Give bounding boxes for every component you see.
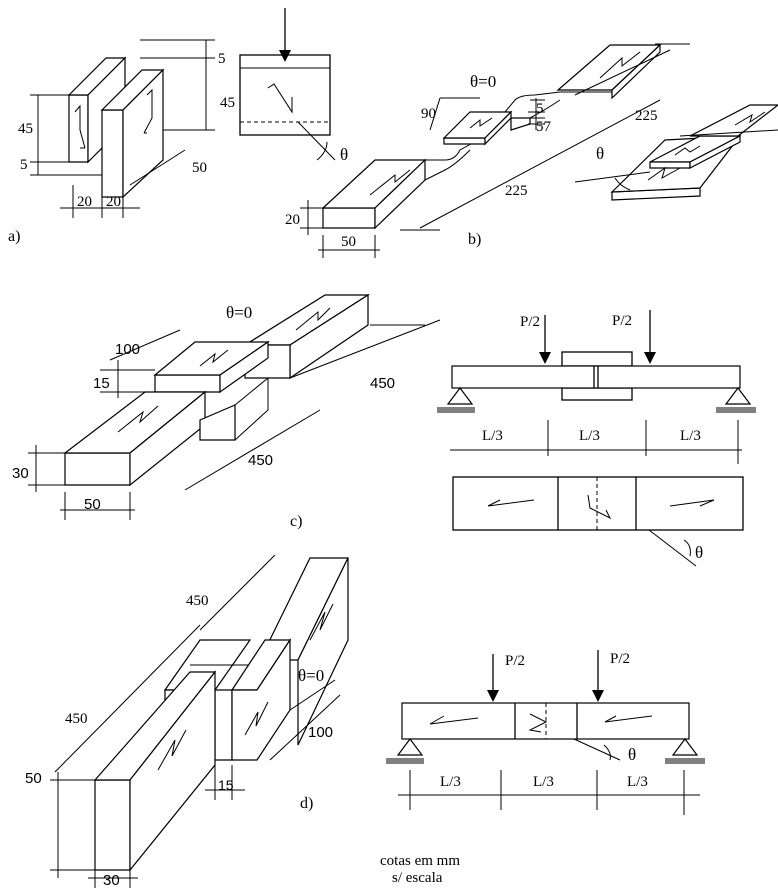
panel-d-theta0: θ=0 (298, 666, 324, 685)
panel-a-section-view (239, 8, 336, 161)
panel-a-label: a) (8, 228, 20, 245)
panel-c-span-3: L/3 (680, 428, 701, 444)
dim-a-5-left: 5 (20, 157, 28, 173)
panel-c-load-right: P/2 (612, 313, 632, 329)
panel-c-dimensions (28, 319, 441, 520)
dim-a-45-left: 45 (18, 121, 33, 137)
panel-a-right-block (100, 68, 165, 199)
panel-b-label: b) (468, 231, 481, 248)
dim-c-450-bottom: 450 (248, 452, 273, 469)
dim-a-45-right: 45 (220, 95, 235, 111)
panel-c-beam-elevation (437, 310, 756, 464)
dim-a-20-second: 20 (106, 194, 121, 210)
dim-c-30: 30 (12, 465, 29, 482)
panel-a: 45 5 5 45 50 20 20 a) θ (8, 8, 348, 245)
panel-b-dimensions (300, 43, 690, 258)
dim-d-50: 50 (25, 770, 42, 787)
panel-a-theta: θ (340, 145, 348, 164)
dim-d-450-top: 450 (186, 593, 209, 609)
panel-b-theta: θ (596, 144, 604, 163)
dim-b-225-bottom: 225 (505, 183, 528, 199)
panel-b-theta0: θ=0 (470, 72, 496, 91)
dim-d-100: 100 (308, 724, 333, 741)
dim-c-15: 15 (93, 375, 110, 392)
panel-a-dimensions (30, 39, 215, 218)
panel-d-load-right: P/2 (610, 651, 630, 667)
panel-d-rear-member (259, 557, 349, 746)
dim-a-5-top: 5 (218, 51, 226, 67)
dim-d-15: 15 (218, 777, 234, 793)
panel-b-overlap (442, 110, 531, 146)
panel-c-front-member (63, 377, 269, 487)
dim-c-450-right: 450 (370, 375, 395, 392)
dim-b-225-top: 225 (635, 108, 658, 124)
panel-d-dimensions (50, 554, 341, 888)
panel-c: θ=0 100 15 450 450 30 50 c) P/2 (12, 293, 756, 567)
dim-b-5: 5 (536, 101, 544, 117)
panel-d-span-1: L/3 (440, 774, 461, 790)
panel-c-theta: θ (695, 543, 703, 562)
panel-c-span-1: L/3 (482, 428, 503, 444)
dim-b-90: 90 (421, 106, 436, 122)
panel-d-span-3: L/3 (627, 774, 648, 790)
panel-d-theta: θ (628, 745, 636, 764)
panel-c-label: c) (290, 513, 302, 530)
panel-d: 450 450 θ=0 100 15 50 30 d) (25, 554, 705, 888)
note-units: cotas em mm (380, 853, 460, 869)
panel-d-front-member (93, 670, 217, 872)
panel-d-span-2: L/3 (533, 774, 554, 790)
panel-c-top-plate (153, 340, 270, 394)
panel-c-span-2: L/3 (579, 428, 600, 444)
dim-b-50: 50 (341, 234, 356, 250)
notes: cotas em mm s/ escala (380, 853, 460, 886)
panel-d-label: d) (300, 795, 313, 812)
dim-d-450-left: 450 (65, 711, 88, 727)
panel-c-back-member (242, 293, 371, 380)
panel-c-theta0: θ=0 (226, 303, 252, 322)
note-scale: s/ escala (392, 870, 443, 886)
panel-d-side-plate (214, 638, 292, 761)
panel-b-lower-strip (321, 139, 479, 230)
dim-b-57: 57 (536, 119, 552, 135)
panel-c-plan-view (452, 476, 744, 567)
dim-d-30: 30 (103, 872, 120, 888)
panel-d-load-left: P/2 (505, 653, 525, 669)
panel-d-beam-elevation (386, 650, 705, 815)
panel-c-load-left: P/2 (520, 314, 540, 330)
panel-b: θ=0 90 5 57 225 225 20 50 b) θ (285, 43, 778, 258)
dim-c-100: 100 (115, 341, 140, 358)
panel-b-upper-strip (504, 43, 662, 119)
panel-b-inclined-joint (574, 104, 778, 201)
dim-c-50: 50 (84, 496, 101, 513)
dim-a-20-first: 20 (77, 194, 92, 210)
dim-a-50: 50 (192, 160, 207, 176)
dim-b-20: 20 (285, 212, 300, 228)
